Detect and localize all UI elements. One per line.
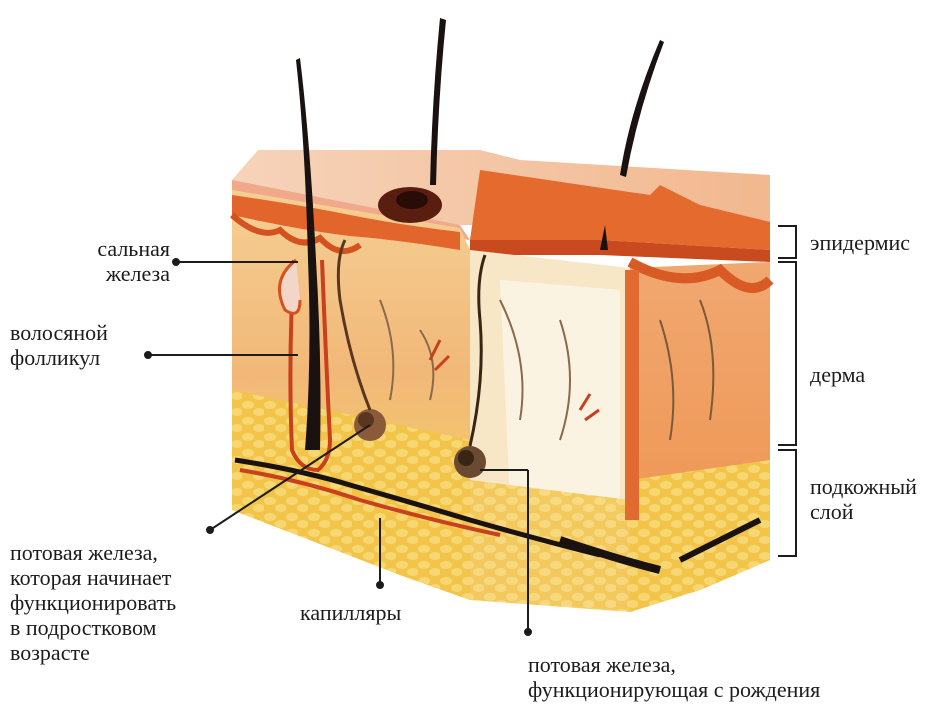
label-sweat-gland-teen-line5: возрасте bbox=[10, 640, 176, 665]
label-hair-follicle: волосяной фолликул bbox=[10, 320, 108, 370]
label-subcutaneous: подкожный слой bbox=[810, 474, 917, 524]
layer-brackets bbox=[778, 226, 796, 556]
label-sweat-gland-teen: потовая железа, которая начинает функцио… bbox=[10, 540, 176, 665]
label-capillaries: капилляры bbox=[300, 600, 401, 625]
label-sebaceous-gland-line1: сальная bbox=[70, 236, 170, 261]
label-sweat-gland-birth: потовая железа, функционирующая с рожден… bbox=[528, 652, 820, 702]
label-dermis: дерма bbox=[810, 362, 865, 387]
label-sweat-gland-teen-line3: функционировать bbox=[10, 590, 176, 615]
label-sebaceous-gland-line2: железа bbox=[70, 261, 170, 286]
label-sweat-gland-teen-line1: потовая железа, bbox=[10, 540, 176, 565]
label-sweat-gland-birth-line2: функционирующая с рождения bbox=[528, 677, 820, 702]
label-epidermis: эпидермис bbox=[810, 230, 910, 255]
label-subcutaneous-line2: слой bbox=[810, 499, 917, 524]
label-sweat-gland-teen-line4: в подростковом bbox=[10, 615, 176, 640]
label-subcutaneous-line1: подкожный bbox=[810, 474, 917, 499]
label-sweat-gland-teen-line2: которая начинает bbox=[10, 565, 176, 590]
label-sebaceous-gland: сальная железа bbox=[70, 236, 170, 286]
label-sweat-gland-birth-line1: потовая железа, bbox=[528, 652, 820, 677]
label-hair-follicle-line2: фолликул bbox=[10, 345, 108, 370]
label-hair-follicle-line1: волосяной bbox=[10, 320, 108, 345]
